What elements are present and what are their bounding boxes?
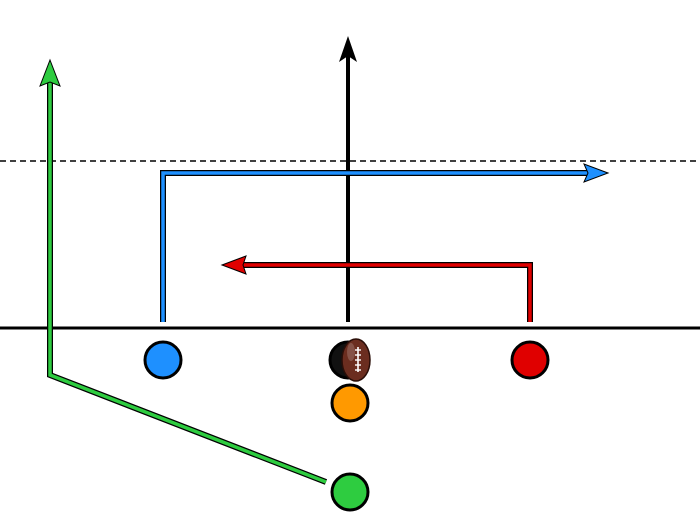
running-back-route [39, 58, 328, 485]
player-quarterback [330, 383, 370, 423]
right-receiver-route [220, 255, 533, 322]
right-receiver-route-outline [243, 262, 533, 322]
running-back-route-arrowhead [39, 58, 61, 87]
running-back-route-line [48, 82, 327, 484]
right-receiver-route-arrowhead [220, 255, 247, 275]
running-back-route-outline [47, 82, 328, 485]
football-highlight [347, 343, 355, 361]
player-left-receiver [143, 340, 183, 380]
center-route [339, 36, 357, 322]
left-receiver-route-line [161, 171, 588, 322]
center-route-arrowhead [339, 36, 357, 62]
football-icon [341, 338, 371, 382]
left-receiver-route [160, 163, 610, 322]
player-right-receiver [510, 340, 550, 380]
left-receiver-route-arrowhead [583, 163, 610, 183]
player-running-back [330, 472, 370, 512]
left-receiver-route-outline [160, 170, 588, 322]
right-receiver-route-line [243, 263, 532, 322]
